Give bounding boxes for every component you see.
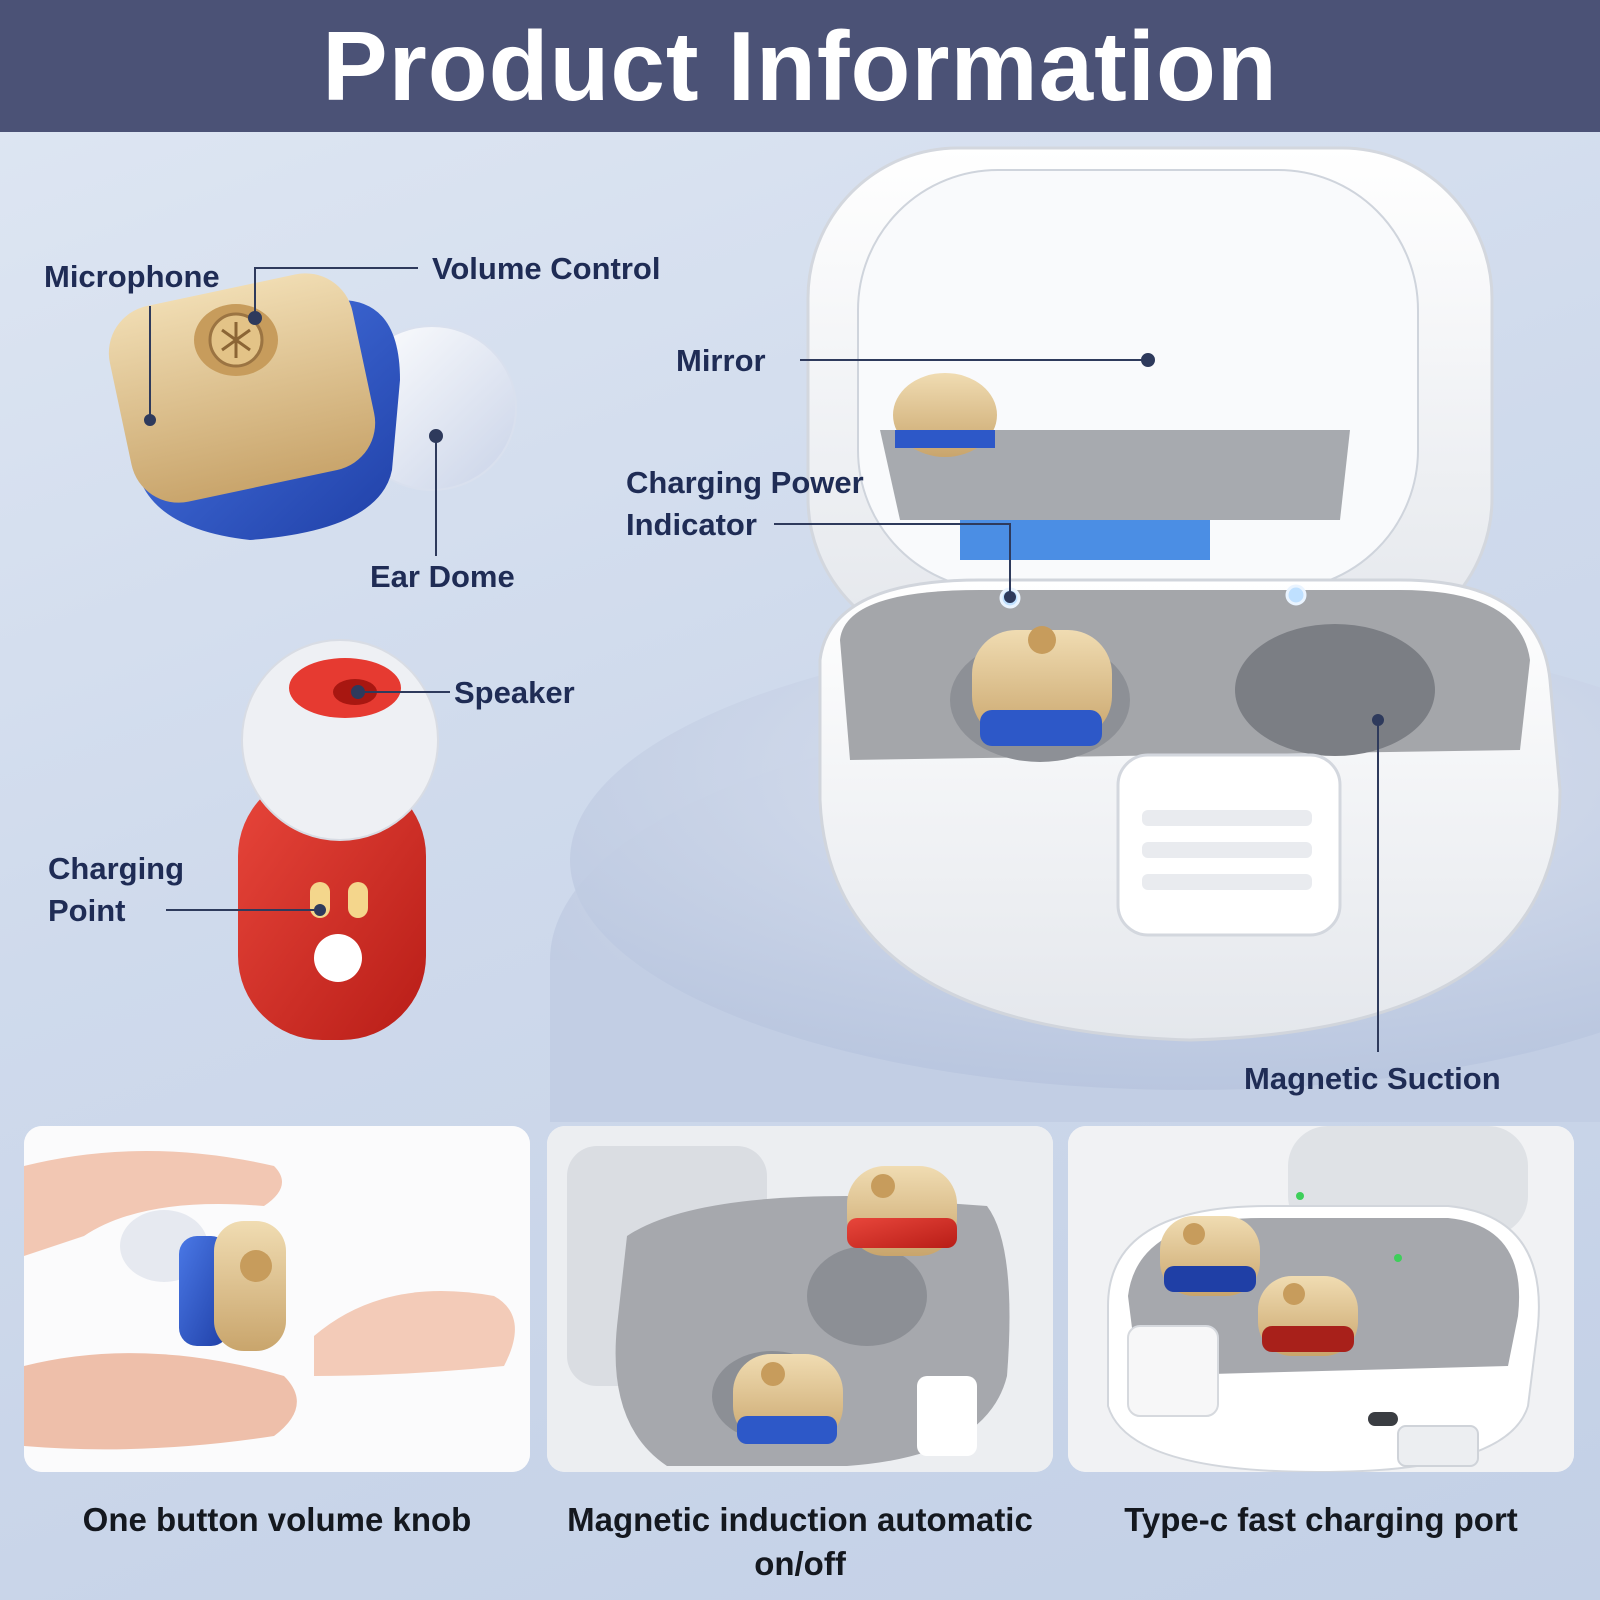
thumb — [24, 1353, 297, 1450]
page-title: Product Information — [322, 11, 1278, 121]
product-illustration — [108, 146, 1600, 1122]
finger-top — [24, 1151, 282, 1256]
hearing-aid-blue — [108, 273, 517, 540]
label-speaker: Speaker — [454, 675, 575, 710]
label-charging-power-indicator-line1: Charging Power — [626, 465, 864, 500]
hearing-aid-red — [238, 639, 439, 1040]
caption-type-c-port: Type-c fast charging port — [1124, 1501, 1518, 1538]
label-magnetic-suction: Magnetic Suction — [1244, 1061, 1501, 1096]
usb-c-port — [1368, 1412, 1398, 1426]
label-mirror: Mirror — [676, 343, 766, 378]
beige-faceplate — [108, 273, 376, 503]
label-microphone: Microphone — [44, 259, 220, 294]
right-slot — [1235, 624, 1435, 756]
label-charging-point-line1: Charging — [48, 851, 185, 886]
label-ear-dome: Ear Dome — [370, 559, 515, 594]
feature-card-type-c-port — [1068, 1126, 1574, 1472]
charging-contact — [314, 934, 362, 982]
charging-pin-right — [348, 882, 368, 918]
caption-magnetic-induction: Magnetic induction automatic on/off — [567, 1501, 1033, 1582]
callout-lines — [144, 267, 1384, 1052]
caption-volume-knob: One button volume knob — [82, 1501, 472, 1538]
label-volume-control: Volume Control — [432, 251, 661, 286]
charging-case — [806, 146, 1562, 1042]
type-c-port-photo — [1068, 1126, 1574, 1472]
finger-right — [314, 1291, 515, 1376]
red-body — [238, 772, 426, 1040]
header-banner: Product Information — [0, 0, 1600, 132]
volume-knob-photo — [24, 1126, 530, 1472]
feature-card-magnetic-induction — [547, 1126, 1053, 1472]
magnetic-induction-photo — [547, 1126, 1053, 1472]
label-charging-power-indicator-line2: Indicator — [626, 507, 757, 542]
feature-card-volume-knob — [24, 1126, 530, 1472]
indicator-light-right — [1285, 584, 1307, 606]
label-charging-point-line2: Point — [48, 893, 126, 928]
